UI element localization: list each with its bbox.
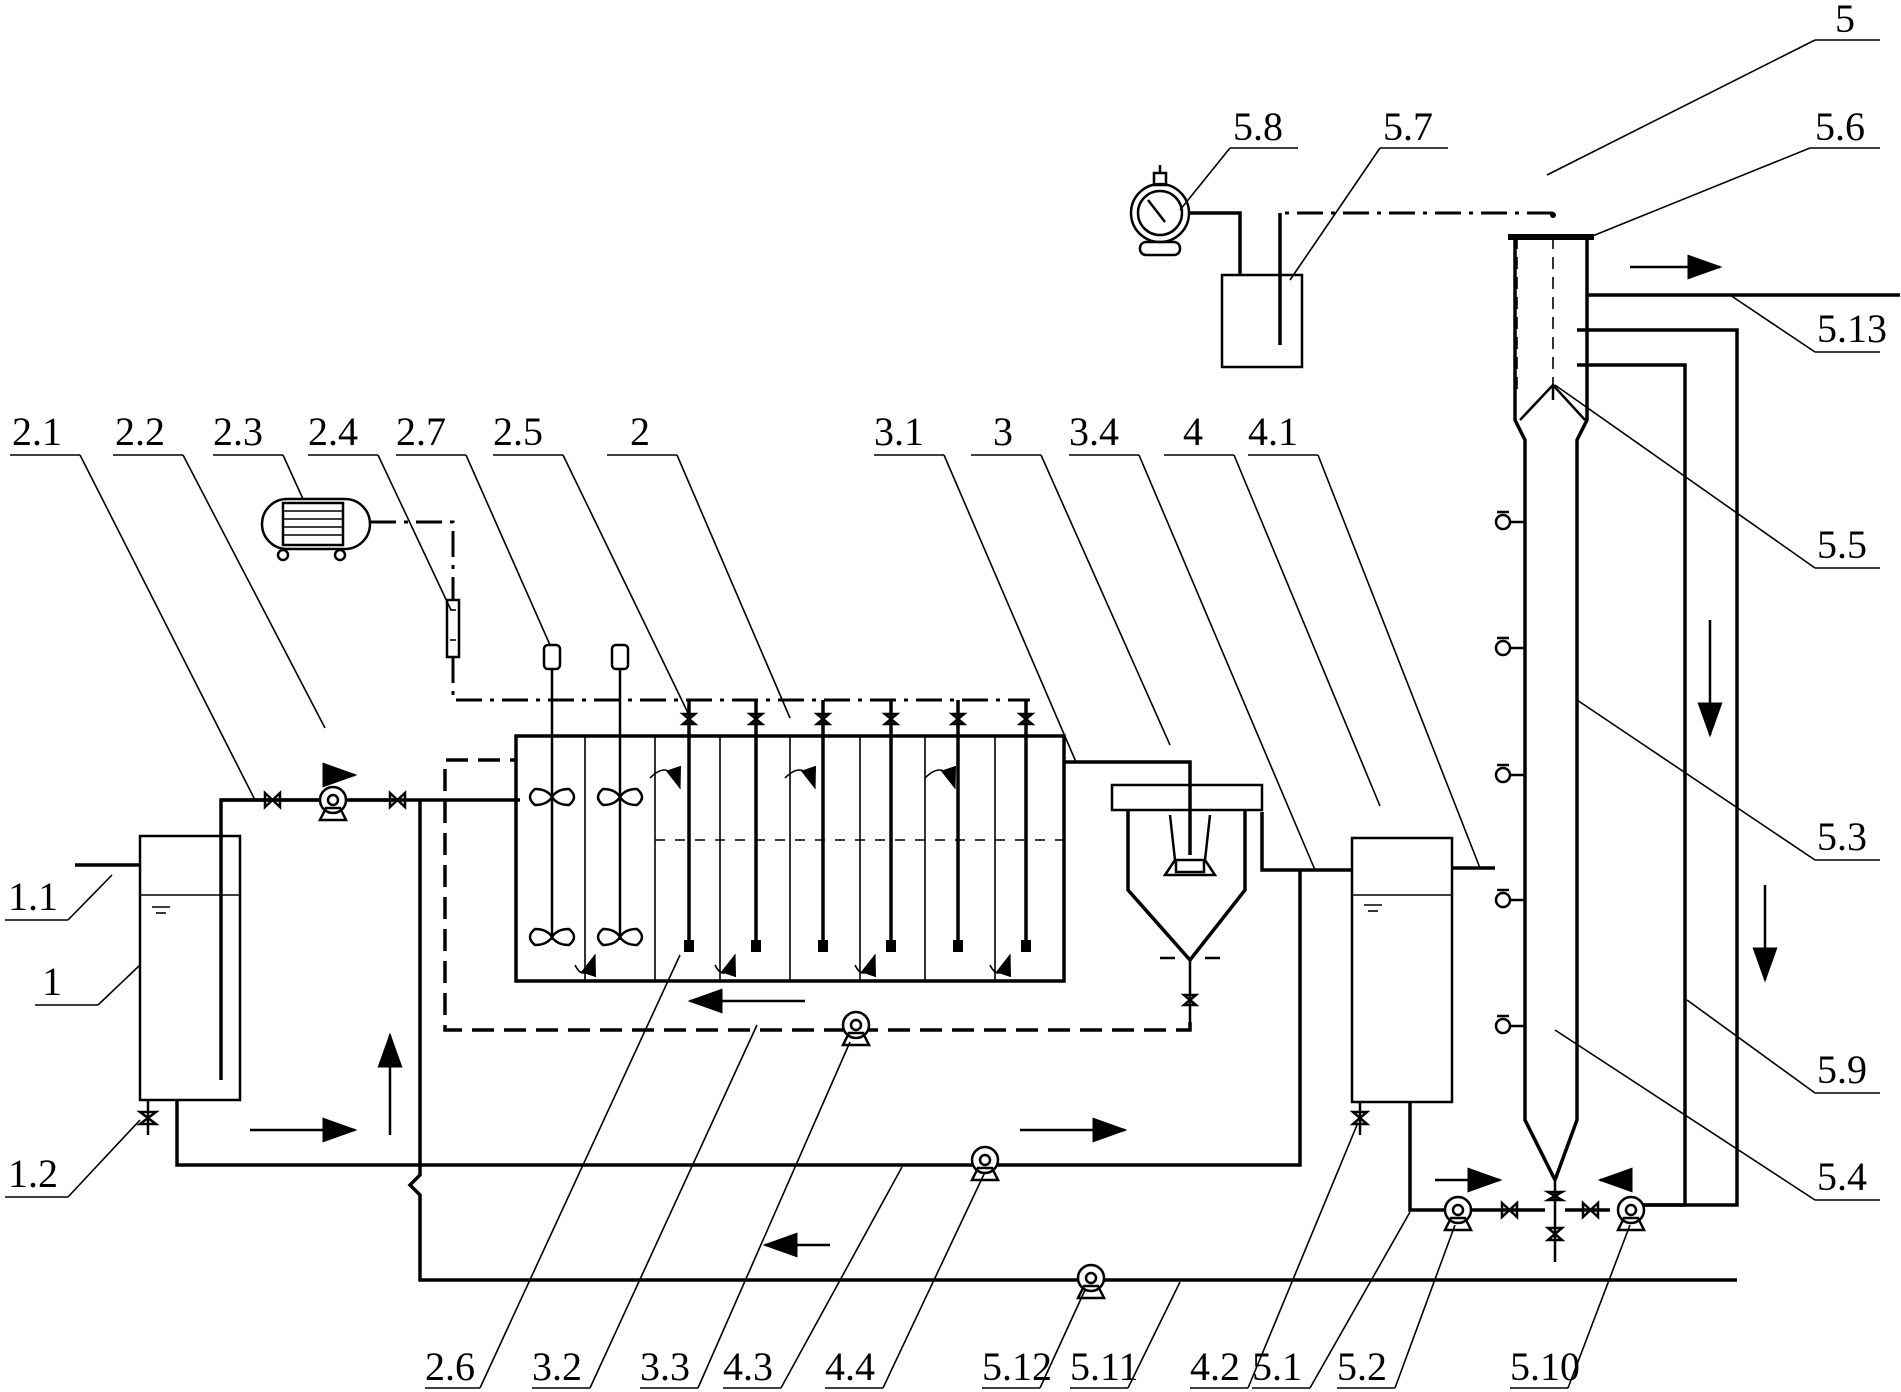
label-2-5: 2.5	[493, 409, 543, 454]
sampling-ports	[1494, 510, 1525, 1035]
label-5-10: 5.10	[1510, 1344, 1580, 1389]
feed-pump-5-2	[1442, 1195, 1474, 1232]
label-3-3: 3.3	[640, 1344, 690, 1389]
drain-valve-4-2	[1349, 1102, 1371, 1135]
stirrer-motor-2	[596, 643, 644, 947]
label-5-5: 5.5	[1817, 522, 1867, 567]
label-4-1: 4.1	[1248, 409, 1298, 454]
label-1-2: 1.2	[8, 1151, 58, 1196]
intermediate-tank	[1350, 836, 1495, 1104]
sludge-return-pump-3-3	[840, 1010, 872, 1047]
label-5-8: 5.8	[1233, 104, 1283, 149]
feed-valve-right	[388, 790, 407, 810]
label-2-7: 2.7	[396, 409, 446, 454]
label-2-6: 2.6	[425, 1344, 475, 1389]
label-2-4: 2.4	[308, 409, 358, 454]
column-feed-pipe-5-1	[1408, 1102, 1610, 1212]
label-1: 1	[42, 959, 62, 1004]
label-5-12: 5.12	[982, 1344, 1052, 1389]
feed-valve-left	[263, 790, 282, 810]
anoxic-aerobic-reactor	[514, 734, 1066, 983]
label-2-3: 2.3	[213, 409, 263, 454]
air-flowmeter	[445, 598, 461, 659]
label-5-2: 5.2	[1337, 1344, 1387, 1389]
recirculation-pipe-5-9	[1577, 328, 1739, 1207]
air-blower	[260, 497, 372, 562]
reactor-outlet-pipe	[1064, 760, 1192, 855]
air-line	[370, 520, 1030, 702]
label-1-1: 1.1	[8, 874, 58, 919]
label-5-6: 5.6	[1815, 104, 1865, 149]
label-4: 4	[1183, 409, 1203, 454]
return-pump-4-4	[969, 1145, 1001, 1182]
label-2: 2	[630, 409, 650, 454]
settler-outlet-pipe	[1260, 812, 1352, 872]
label-2-2: 2.2	[115, 409, 165, 454]
gas-meter	[1129, 165, 1191, 257]
label-3-4: 3.4	[1069, 409, 1119, 454]
stirrer-motor-1	[528, 643, 576, 947]
gas-line	[1190, 211, 1553, 345]
aeration-pipes	[679, 700, 1036, 952]
label-3: 3	[993, 409, 1013, 454]
label-5-11: 5.11	[1070, 1344, 1139, 1389]
sludge-return-5-11	[407, 800, 1737, 1282]
return-pipe-5-11	[1577, 363, 1687, 1207]
labels: 2.1 2.2 2.3 2.4 2.7 2.5 2 3.1 3 3.4 4 4.…	[8, 0, 1887, 1389]
bottom-valves	[1500, 1180, 1600, 1262]
label-4-3: 4.3	[723, 1344, 773, 1389]
raw-water-tank	[138, 834, 242, 1102]
label-4-2: 4.2	[1190, 1344, 1240, 1389]
label-5-3: 5.3	[1817, 814, 1867, 859]
label-2-1: 2.1	[12, 409, 62, 454]
water-seal-bottle	[1220, 273, 1304, 369]
label-5: 5	[1835, 0, 1855, 41]
recirc-pump-5-10	[1615, 1195, 1647, 1232]
label-5-1: 5.1	[1252, 1344, 1302, 1389]
feed-pipe	[219, 798, 520, 1080]
secondary-settler	[1110, 783, 1264, 1022]
label-5-9: 5.9	[1817, 1047, 1867, 1092]
upflow-reactor-column	[1508, 212, 1594, 1181]
label-3-2: 3.2	[532, 1344, 582, 1389]
reactor-flow-arrows	[574, 765, 1012, 978]
label-5-4: 5.4	[1817, 1154, 1867, 1199]
label-5-13: 5.13	[1817, 306, 1887, 351]
return-pipe-4-3	[175, 870, 1302, 1167]
drain-valve-1-2	[136, 1100, 160, 1135]
feed-pump-2-2	[317, 785, 349, 822]
pump-5-12	[1075, 1263, 1107, 1300]
label-5-7: 5.7	[1383, 104, 1433, 149]
label-3-1: 3.1	[874, 409, 924, 454]
label-4-4: 4.4	[825, 1344, 875, 1389]
leader-lines	[5, 39, 1880, 1389]
